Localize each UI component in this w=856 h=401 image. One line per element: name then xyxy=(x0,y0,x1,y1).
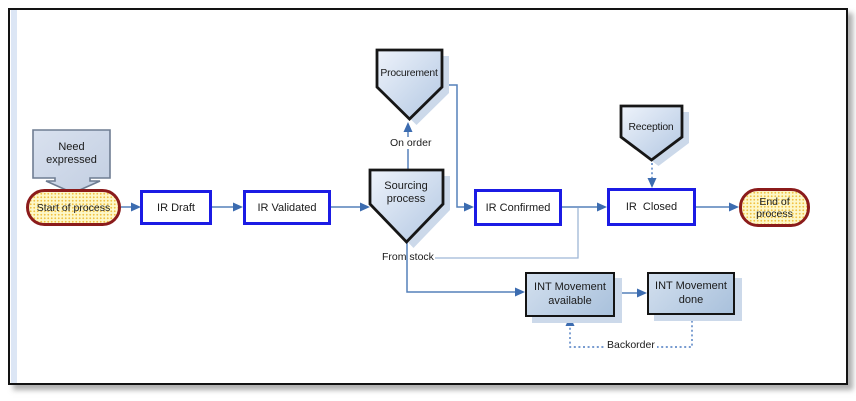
shape-sourcing-pentagon xyxy=(368,168,445,245)
ir-closed-label: IR Closed xyxy=(625,201,678,213)
reception-label: Reception xyxy=(628,122,674,133)
ir-confirmed-label: IR Confirmed xyxy=(485,201,551,214)
edge-procurement-to-confirmed xyxy=(442,84,465,208)
shape-procurement-pentagon xyxy=(375,48,444,121)
left-accent-stripe xyxy=(11,10,17,383)
ir-draft-box: IR Draft xyxy=(140,190,212,225)
ir-closed-box: IR Closed xyxy=(607,188,696,226)
backorder-edge-label: Backorder xyxy=(605,339,657,351)
ir-draft-label: IR Draft xyxy=(157,201,195,214)
edge-sourcing-to-int-available xyxy=(406,242,516,293)
ir-validated-label: IR Validated xyxy=(257,201,317,214)
start-label: Start of process xyxy=(36,201,111,214)
ir-validated-box: IR Validated xyxy=(243,190,331,225)
shape-need-expressed-callout xyxy=(32,129,111,194)
start-of-process-terminator: Start of process xyxy=(26,189,121,226)
ir-confirmed-box: IR Confirmed xyxy=(474,189,562,226)
on-order-edge-label: On order xyxy=(388,137,434,149)
arrowheads xyxy=(131,122,739,326)
edge-from-stock-branch xyxy=(435,208,579,259)
shape-reception-pentagon xyxy=(619,104,684,162)
procurement-label: Procurement xyxy=(380,68,438,79)
from-stock-edge-label: From stock xyxy=(382,251,434,263)
